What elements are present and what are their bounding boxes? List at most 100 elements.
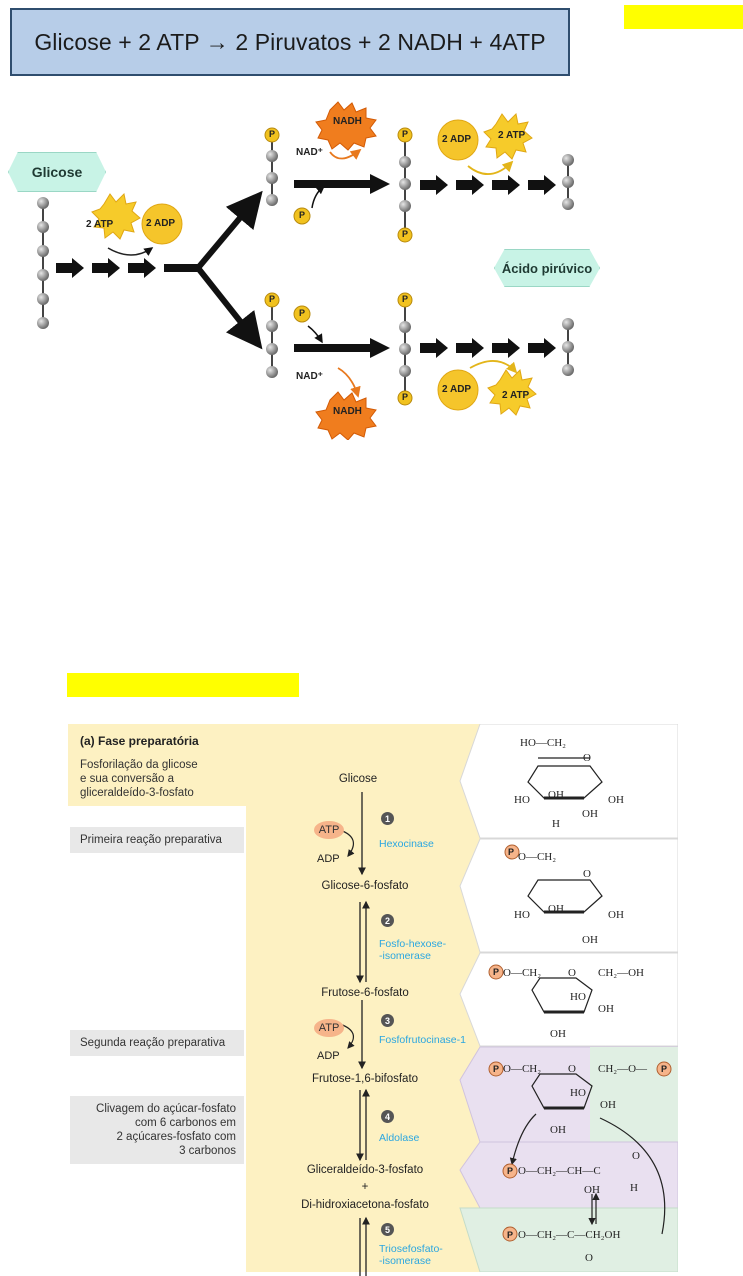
yellow-highlight-bottom	[67, 673, 299, 697]
step-4-badge: 4	[381, 1110, 394, 1123]
enzyme-aldolase: Aldolase	[379, 1132, 420, 1144]
atp-lower-label: 2 ATP	[502, 390, 530, 401]
dhap-phosphate-icon	[502, 1226, 518, 1242]
f16bp-ho: HO	[570, 1087, 586, 1099]
nad-lower-label: NAD⁺	[296, 371, 323, 382]
f6p-ring	[531, 977, 593, 1014]
g6p-oh-2: OH	[582, 934, 598, 946]
step-5-badge: 5	[381, 1223, 394, 1236]
f16bp-och2: O—CH₂	[503, 1063, 542, 1075]
f6p-oh-2: OH	[598, 1003, 614, 1015]
g6p-ring	[527, 879, 603, 914]
nadh-upper-label: NADH	[333, 116, 362, 127]
f16bp-p-left: P	[493, 1064, 500, 1074]
glucose-ho: HO	[514, 794, 530, 806]
section-title: (a) Fase preparatória	[80, 734, 199, 748]
step-3-badge: 3	[381, 1014, 394, 1027]
metabolite-f6p: Frutose-6-fosfato	[321, 987, 409, 999]
nad-upper-label: NAD⁺	[296, 147, 323, 158]
f6p-ch2oh: CH₂—OH	[598, 967, 645, 979]
lower-glyceraldehyde-chain	[264, 292, 280, 378]
f6p-och2: O—CH₂	[503, 967, 542, 979]
section-header: (a) Fase preparatória Fosforilação da gl…	[68, 724, 246, 804]
upper-glyceraldehyde-chain	[264, 127, 280, 206]
enzyme-phosphofructokinase-1: Fosfofrutocinase-1	[379, 1034, 466, 1046]
adp-step1-label: ADP	[317, 853, 340, 865]
p-label-7: P	[402, 294, 409, 304]
adp-2-label: 2 ADP	[146, 218, 176, 229]
g3p-o: O	[632, 1150, 640, 1162]
equation-text: Glicose + 2 ATP → 2 Piruvatos + 2 NADH +…	[34, 28, 546, 55]
metabolite-g3p: Gliceraldeído-3-fosfato	[306, 1164, 424, 1176]
cleavage-label: Clivagem do açúcar-fosfato com 6 carbono…	[70, 1096, 244, 1164]
f6p-ring-o: O	[568, 967, 576, 979]
p-label-2: P	[269, 294, 276, 304]
metabolite-g6p: Glicose-6-fosfato	[321, 880, 409, 892]
glucose-oh-3: OH	[548, 789, 564, 801]
glucose-oh-2: OH	[582, 808, 598, 820]
metabolite-plus: +	[361, 1181, 369, 1193]
p-label-5: P	[402, 129, 409, 139]
atp-2-label: 2 ATP	[86, 219, 114, 230]
g6p-ring-o: O	[583, 868, 591, 880]
dhap-p: P	[507, 1230, 514, 1240]
glucose-label: Glicose	[8, 152, 106, 192]
atp-step3-icon: ATP	[314, 1019, 344, 1037]
dhap-formula: O—CH₂—C—CH₂OH	[518, 1229, 621, 1241]
f6p-p: P	[493, 967, 500, 977]
atp-step1-icon: ATP	[314, 821, 344, 839]
g6p-structure-panel	[459, 838, 678, 953]
g6p-oh-1: OH	[608, 909, 624, 921]
g6p-och2: O—CH₂	[518, 851, 557, 863]
pyruvate-upper	[562, 154, 574, 210]
enzyme-triosephosphate-isomerase: Triosefosfato- -isomerase	[379, 1243, 443, 1267]
lower-bisphosphoglycerate-chain	[397, 292, 413, 406]
nadh-upper	[293, 101, 377, 225]
atp-yield-lower	[437, 360, 537, 416]
g3p-p: P	[507, 1166, 514, 1176]
p-label-3: P	[299, 210, 306, 220]
upper-oxidation-arrow	[294, 174, 390, 194]
f16bp-ring	[509, 1073, 666, 1235]
glucose-oh-1: OH	[608, 794, 624, 806]
glucose-h-3: H	[552, 818, 560, 830]
p-label-6: P	[402, 229, 409, 239]
f16bp-oh-4: OH	[550, 1124, 566, 1136]
f16bp-oh-2: OH	[600, 1099, 616, 1111]
g6p-p: P	[508, 847, 515, 857]
f16bp-ring-o: O	[568, 1063, 576, 1075]
glucose-arrows	[56, 190, 263, 350]
nadh-lower-label: NADH	[333, 406, 362, 417]
f6p-ho: HO	[570, 991, 586, 1003]
enzyme-phosphohexose-isomerase: Fosfo-hexose- -isomerase	[379, 938, 447, 962]
equation-box: Glicose + 2 ATP → 2 Piruvatos + 2 NADH +…	[10, 8, 570, 76]
glucose-ring-o: O	[583, 752, 591, 764]
metabolite-glicose: Glicose	[338, 773, 378, 785]
second-preparatory-label: Segunda reação preparativa	[70, 1030, 244, 1056]
g6p-phosphate-icon	[504, 844, 520, 860]
p-label-1: P	[269, 129, 276, 139]
f6p-phosphate-icon	[488, 964, 504, 980]
upper-bisphosphoglycerate-chain	[397, 127, 413, 243]
f16bp-green-half	[590, 1047, 678, 1142]
f16bp-ch2op: CH₂—O—	[598, 1063, 648, 1075]
pathway-arrows	[339, 792, 370, 1276]
g3p-h: H	[630, 1182, 638, 1194]
lower-oxidation-arrow	[294, 338, 390, 358]
dhap-structure-panel	[459, 1207, 678, 1272]
nadh-lower	[293, 305, 377, 440]
metabolite-f16bp: Frutose-1,6-bifosfato	[311, 1073, 419, 1085]
glucose-structure-panel	[459, 724, 678, 839]
f6p-oh-4: OH	[550, 1028, 566, 1040]
pyruvic-acid-label: Ácido pirúvico	[494, 249, 600, 287]
first-preparatory-label: Primeira reação preparativa	[70, 827, 244, 853]
lower-final-arrows	[420, 338, 556, 358]
g6p-ho: HO	[514, 909, 530, 921]
dhap-o: O	[585, 1252, 593, 1264]
f16bp-phosphate-icon-right	[656, 1061, 672, 1077]
atp-upper-label: 2 ATP	[498, 130, 526, 141]
atp-investment	[91, 192, 183, 256]
adp-step3-label: ADP	[317, 1050, 340, 1062]
step-1-badge: 1	[381, 812, 394, 825]
metabolite-dhap: Di-hidroxiacetona-fosfato	[301, 1199, 429, 1211]
